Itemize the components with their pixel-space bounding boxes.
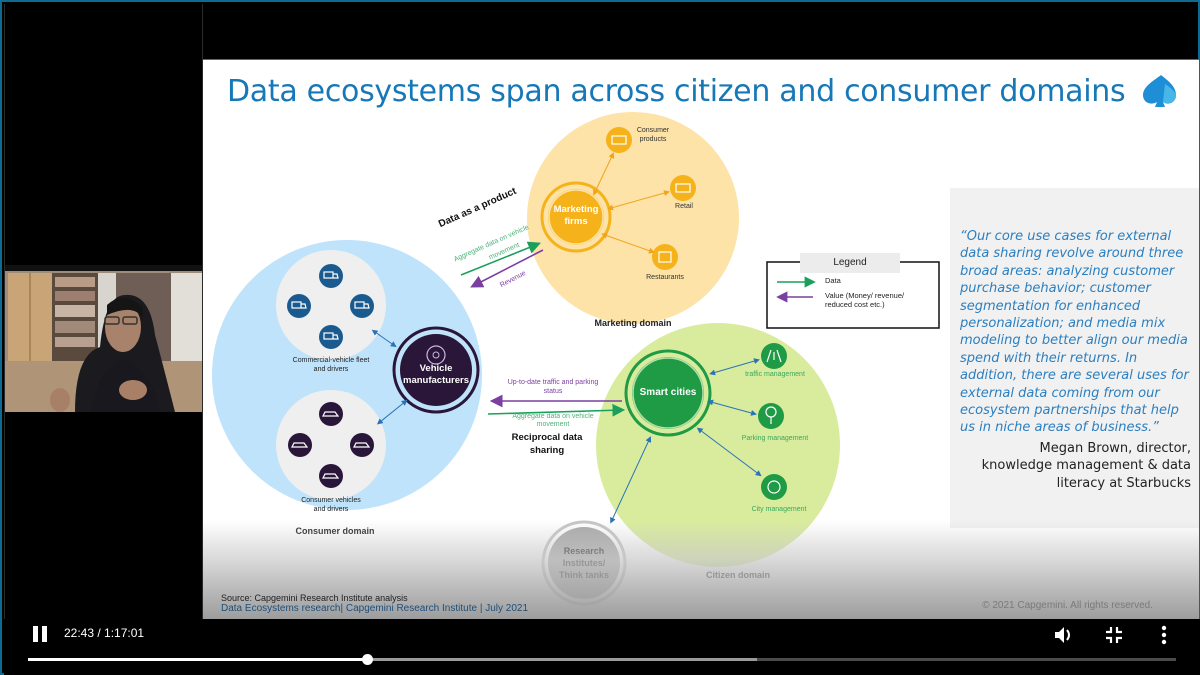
marketing-hub-ring (540, 181, 612, 253)
slide-copyright: © 2021 Capgemini. All rights reserved. (982, 600, 1153, 611)
research-label-1: Research (563, 546, 605, 556)
pause-button[interactable] (32, 626, 48, 642)
research-label-2: Institutes/ (562, 558, 606, 568)
parking-management-icon (758, 403, 784, 429)
more-options-button[interactable] (1152, 623, 1176, 647)
pause-icon (33, 626, 38, 642)
steering-wheel-icon (426, 345, 446, 365)
quote-author: Megan Brown, director, knowledge managem… (981, 441, 1191, 491)
restaurant-icon (652, 244, 678, 270)
fleet-group-circle (276, 250, 386, 360)
capgemini-spade-logo-icon (1143, 75, 1176, 107)
ecosystem-diagram (212, 112, 940, 606)
vehicle-hub (400, 334, 472, 406)
retail-label: Retail (675, 203, 693, 210)
traffic-status-label-2: status (543, 388, 563, 395)
marketing-domain-circle (527, 112, 739, 324)
slide-title: Data ecosystems span across citizen and … (227, 74, 1126, 109)
presentation-slide: Data ecosystems span across citizen and … (203, 59, 1199, 619)
marketing-hub (548, 189, 604, 245)
consumer-vehicles-label-2: and drivers (313, 506, 349, 513)
legend-value-label-1: Value (Money/ revenue/ (825, 291, 905, 300)
reciprocal-label-2: sharing (529, 445, 565, 456)
legend-value-label-2: reduced cost etc.) (825, 300, 885, 309)
volume-icon (1055, 627, 1064, 643)
legend-data-label: Data (825, 276, 841, 285)
value-arrow-revenue (470, 249, 544, 288)
reciprocal-label-1: Reciprocal data (511, 432, 583, 443)
traffic-management-label: traffic management (745, 371, 805, 378)
more-vertical-icon (1161, 625, 1167, 645)
citizen-domain-label: Citizen domain (705, 570, 770, 580)
consumer-products-label: Consumer products (636, 127, 670, 143)
smart-cities-hub-ring (624, 349, 712, 437)
data-arrow-citizen (487, 403, 626, 417)
city-management-label: City management (751, 506, 807, 513)
seek-handle[interactable] (361, 654, 373, 665)
parking-management-label: Parking management (741, 435, 809, 442)
consumer-domain-label: Consumer domain (295, 526, 375, 536)
quote-box: “Our core use cases for external data sh… (950, 188, 1199, 528)
fleet-label-2: and drivers (313, 366, 349, 373)
marketing-hub-label: Marketing firms (553, 204, 599, 227)
aggregate-b-label-2: movement (536, 421, 570, 428)
retail-open-sign-icon (670, 175, 696, 201)
quote-text: “Our core use cases for external data sh… (960, 229, 1189, 436)
seek-buffered (28, 658, 757, 661)
aggregate-b-label-1: Aggregate data on vehicle (512, 413, 594, 420)
exit-fullscreen-button[interactable] (1102, 623, 1126, 647)
smart-cities-hub-label: Smart cities (639, 387, 697, 398)
citizen-domain-circle (596, 323, 840, 567)
presenter-webcam (5, 265, 202, 412)
seek-played (28, 658, 367, 661)
restaurants-label: Restaurants (646, 274, 684, 281)
city-management-icon (761, 474, 787, 500)
volume-button[interactable] (1052, 623, 1076, 647)
slide-reference: Data Ecosystems research| Capgemini Rese… (221, 603, 529, 614)
smart-cities-hub (632, 357, 704, 429)
seek-bar[interactable] (28, 654, 1176, 665)
car-icons (288, 402, 374, 488)
legend-title: Legend (833, 257, 867, 268)
research-label-3: Think tanks (558, 570, 609, 580)
vehicle-hub-label-2: manufacturers (403, 375, 469, 386)
consumer-products-icon (606, 127, 632, 153)
exit-fullscreen-icon (1106, 627, 1122, 643)
slide-source: Source: Capgemini Research Institute ana… (221, 593, 408, 603)
marketing-domain-label: Marketing domain (594, 318, 672, 328)
truck-icons (287, 264, 374, 349)
fleet-label-1: Commercial-vehicle fleet (292, 357, 370, 364)
consumer-vehicles-group-circle (276, 390, 386, 500)
vehicle-hub-label-1: Vehicle (419, 363, 453, 374)
traffic-status-label-1: Up-to-date traffic and parking (507, 379, 599, 386)
data-arrow-marketing (460, 241, 541, 276)
consumer-vehicles-label-1: Consumer vehicles (301, 497, 361, 504)
player-controls: 22:43 / 1:17:01 (4, 619, 1200, 675)
presenter-video-frame (5, 265, 202, 412)
vehicle-hub-ring (392, 326, 480, 414)
time-display: 22:43 / 1:17:01 (64, 626, 145, 640)
